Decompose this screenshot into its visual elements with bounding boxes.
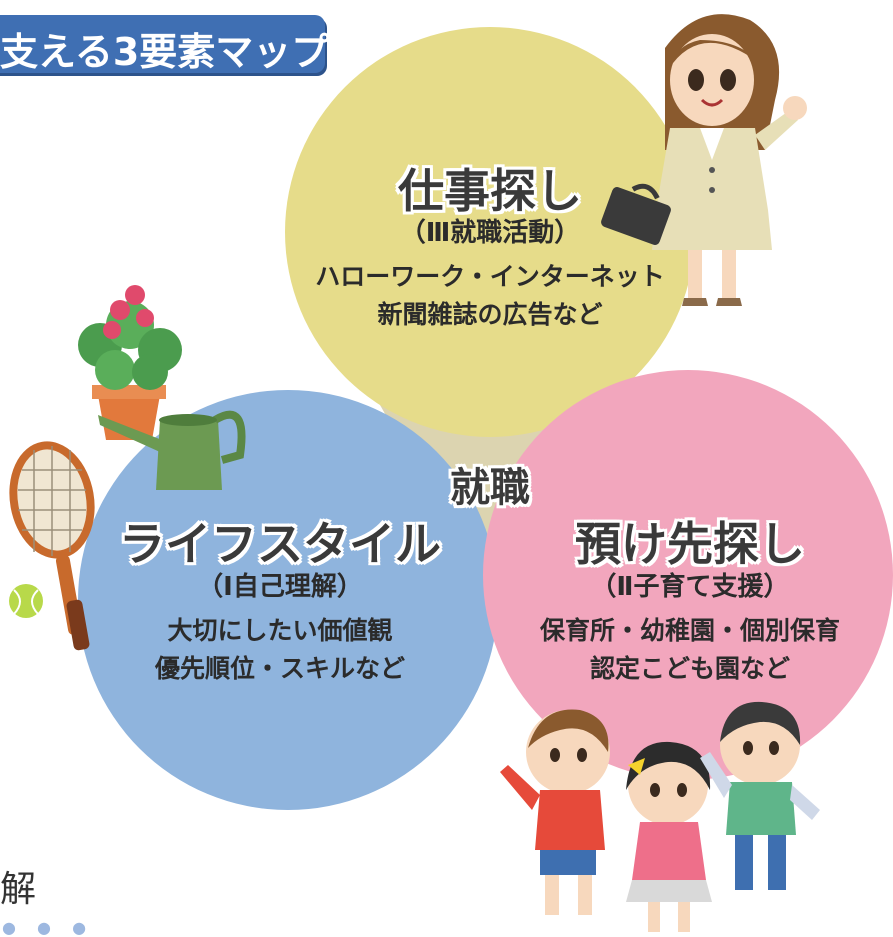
decorative-dots: ● ● ● [2, 918, 95, 937]
circle-childcare [483, 370, 893, 780]
banner-title: 支える3要素マップ [0, 30, 330, 74]
childcare-subtitle: （Ⅱ子育て支援） [590, 572, 790, 602]
childcare-title: 預け先探し [575, 517, 805, 571]
tennis-racket-icon [9, 441, 95, 651]
childcare-line-2: 認定こども園など [589, 654, 790, 683]
title-banner: 支える3要素マップ [0, 15, 330, 74]
job-search-subtitle: （Ⅲ就職活動） [399, 218, 581, 248]
lifestyle-title: ライフスタイル [119, 517, 441, 571]
side-label: 解 [0, 869, 37, 910]
job-search-title: 仕事探し [398, 164, 582, 218]
lifestyle-line-1: 大切にしたい価値観 [167, 616, 393, 645]
job-search-line-2: 新聞雑誌の広告など [377, 300, 603, 329]
childcare-line-1: 保育所・幼稚園・個別保育 [539, 616, 840, 645]
flower-pot-icon [78, 285, 182, 440]
tennis-ball-icon [9, 584, 43, 618]
businesswoman-icon [652, 14, 807, 306]
center-label: 就職 [450, 465, 530, 511]
lifestyle-subtitle: （Ⅰ自己理解） [197, 572, 363, 602]
circle-job-search [285, 27, 695, 437]
children-icon [500, 701, 820, 932]
circle-lifestyle [78, 390, 498, 810]
watering-can-icon [98, 410, 246, 490]
briefcase-icon [601, 183, 671, 245]
job-search-line-1: ハローワーク・インターネット [315, 262, 665, 291]
lifestyle-line-2: 優先順位・スキルなど [154, 654, 405, 683]
